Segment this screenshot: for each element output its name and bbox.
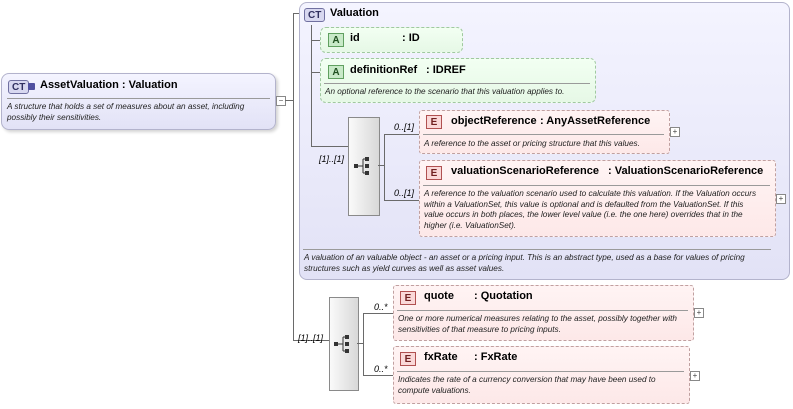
extension-sequence-cardinality: [1]..[1] bbox=[298, 333, 324, 343]
sequence-icon bbox=[334, 335, 349, 353]
element-icon: E bbox=[426, 166, 442, 180]
fxrate-cardinality: 0..* bbox=[374, 364, 388, 374]
valuation-sequence-cardinality: [1]..[1] bbox=[319, 154, 345, 164]
quote-name: quote bbox=[424, 290, 454, 302]
fxrate-type: : FxRate bbox=[474, 351, 518, 363]
element-icon: E bbox=[400, 291, 416, 305]
attribute-definitionref[interactable] bbox=[320, 58, 596, 103]
objectreference-description: A reference to the asset or pricing stru… bbox=[424, 139, 640, 148]
quote-description: One or more numerical measures relating … bbox=[398, 314, 677, 334]
quote-cardinality: 0..* bbox=[374, 302, 388, 312]
quote-type: : Quotation bbox=[474, 290, 533, 302]
element-icon: E bbox=[400, 352, 416, 366]
expand-plus-icon[interactable]: + bbox=[694, 308, 704, 318]
root-expand-plus-icon[interactable]: − bbox=[276, 96, 286, 106]
objectreference-type: : AnyAssetReference bbox=[540, 115, 651, 127]
expand-plus-icon[interactable]: + bbox=[690, 371, 700, 381]
attribute-id-type: : ID bbox=[402, 32, 420, 44]
objectreference-name: objectReference bbox=[451, 115, 537, 127]
valuation-type-title: Valuation bbox=[330, 7, 379, 19]
ct-icon: CT bbox=[304, 8, 326, 22]
expand-plus-icon[interactable]: + bbox=[670, 127, 680, 137]
ct-icon: CT bbox=[8, 80, 30, 94]
root-type-description: A structure that holds a set of measures… bbox=[7, 102, 245, 122]
attribute-id-name: id bbox=[350, 32, 360, 44]
element-valuationscenarioreference[interactable] bbox=[419, 160, 776, 237]
attribute-definitionref-description: An optional reference to the scenario th… bbox=[325, 87, 565, 96]
element-objectreference[interactable] bbox=[419, 110, 670, 154]
element-icon: E bbox=[426, 115, 442, 129]
valuationscenarioreference-type: : ValuationScenarioReference bbox=[608, 165, 764, 177]
element-fxrate[interactable] bbox=[393, 346, 690, 404]
fxrate-description: Indicates the rate of a currency convers… bbox=[398, 375, 656, 395]
root-type-title: AssetValuation : Valuation bbox=[40, 79, 178, 91]
root-type-box[interactable]: CT AssetValuation : Valuation A structur… bbox=[1, 73, 276, 130]
objectreference-cardinality: 0..[1] bbox=[394, 122, 415, 132]
expand-plus-icon[interactable]: + bbox=[776, 194, 786, 204]
attribute-icon: A bbox=[328, 65, 344, 79]
valuation-type-description: A valuation of an valuable object - an a… bbox=[304, 253, 745, 273]
attribute-definitionref-name: definitionRef bbox=[350, 64, 418, 76]
valuationscenarioreference-cardinality: 0..[1] bbox=[394, 188, 415, 198]
valuationscenarioreference-description: A reference to the valuation scenario us… bbox=[424, 189, 757, 230]
ct-attach-icon bbox=[28, 83, 35, 90]
element-quote[interactable] bbox=[393, 285, 694, 341]
attribute-definitionref-type: : IDREF bbox=[426, 64, 466, 76]
valuationscenarioreference-name: valuationScenarioReference bbox=[451, 165, 599, 177]
fxrate-name: fxRate bbox=[424, 351, 458, 363]
sequence-icon bbox=[354, 157, 369, 175]
valuation-sequence-box[interactable] bbox=[348, 117, 380, 216]
attribute-icon: A bbox=[328, 33, 344, 47]
